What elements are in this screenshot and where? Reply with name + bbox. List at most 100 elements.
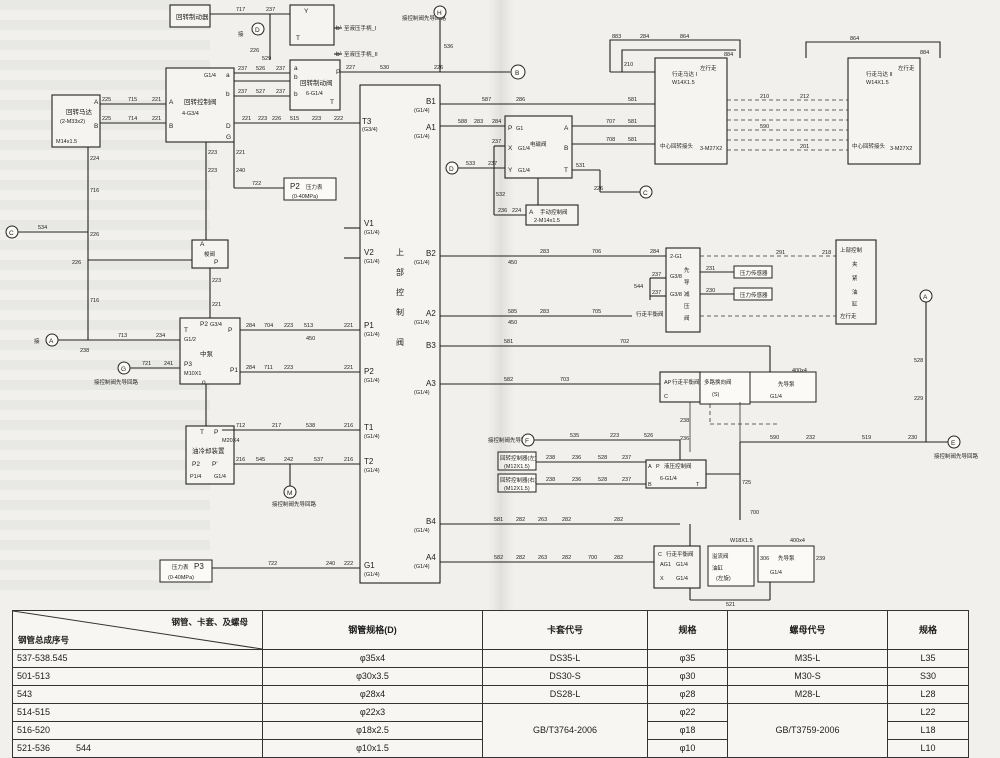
svg-text:T: T	[296, 35, 300, 42]
svg-text:先: 先	[684, 266, 690, 274]
svg-text:230: 230	[706, 288, 715, 294]
svg-text:先导泵: 先导泵	[778, 380, 795, 388]
svg-text:528: 528	[598, 477, 607, 483]
svg-text:538: 538	[306, 423, 315, 429]
svg-text:回转控制器(左): 回转控制器(左)	[500, 454, 537, 462]
svg-text:237: 237	[238, 66, 247, 72]
svg-text:700: 700	[588, 555, 597, 561]
pump-block: P2 G3/4 T G1/2 P 中泵 P3 M10X1 P1 o	[179, 317, 241, 386]
b4-a4-pipes: 581 282 263 282 282 582 282 263 282 700 …	[440, 517, 680, 563]
svg-text:D: D	[449, 166, 454, 173]
svg-text:528: 528	[598, 455, 607, 461]
svg-text:283: 283	[474, 119, 483, 125]
svg-text:226: 226	[250, 48, 259, 54]
rotary-joint-pipes: 210 212 590 201	[727, 94, 848, 151]
svg-text:6-G1/4: 6-G1/4	[660, 476, 677, 482]
svg-text:压力传感器: 压力传感器	[740, 291, 768, 299]
rev-control-valve: 回转控制阀 4-G3/4 G1/4 a b A B D G	[165, 67, 235, 143]
svg-text:217: 217	[272, 423, 281, 429]
svg-text:223: 223	[284, 323, 293, 329]
svg-text:电磁阀: 电磁阀	[530, 140, 547, 148]
svg-text:制: 制	[396, 307, 404, 317]
svg-text:C: C	[658, 552, 662, 558]
svg-text:P2: P2	[290, 182, 300, 191]
circle-e: E	[947, 435, 961, 449]
svg-text:G: G	[226, 134, 231, 141]
svg-text:544: 544	[634, 284, 643, 290]
svg-text:紧: 紧	[852, 274, 858, 282]
svg-text:V1: V1	[364, 219, 374, 228]
svg-text:B: B	[169, 123, 173, 130]
svg-text:240: 240	[326, 561, 335, 567]
svg-text:A: A	[49, 338, 54, 345]
svg-text:284: 284	[492, 119, 501, 125]
svg-text:237: 237	[488, 161, 497, 167]
svg-text:A: A	[529, 209, 534, 216]
svg-text:M10X1: M10X1	[184, 371, 201, 377]
note-to-d: 接	[238, 30, 244, 38]
svg-text:C: C	[643, 190, 648, 197]
svg-text:G1/4: G1/4	[770, 570, 782, 576]
svg-text:545: 545	[256, 457, 265, 463]
svg-text:237: 237	[266, 7, 275, 13]
svg-text:缸: 缸	[852, 300, 858, 308]
svg-text:707: 707	[606, 119, 615, 125]
manual-valve: A 手动控制阀 2-M14x1.5	[525, 204, 579, 226]
svg-text:700: 700	[750, 510, 759, 516]
svg-text:P2: P2	[200, 321, 208, 328]
svg-text:588: 588	[458, 119, 467, 125]
rev-brake-note-1: 至液压手柄_I	[344, 24, 377, 32]
svg-text:450: 450	[306, 336, 315, 342]
cell-size1: φ30	[647, 667, 728, 686]
svg-text:884: 884	[920, 50, 929, 56]
svg-text:716: 716	[90, 188, 99, 194]
svg-text:中心回转接头: 中心回转接头	[852, 142, 886, 150]
svg-text:B2: B2	[426, 249, 436, 258]
svg-text:G1/4: G1/4	[214, 474, 226, 480]
svg-text:T: T	[330, 99, 334, 106]
circle-d-top: D	[251, 22, 265, 36]
gauge-p3: 压力表 P3 (0-40MPa)	[159, 559, 213, 583]
upper-control-right: 上部控制 夹 紧 油 缸 左行走 291 218	[700, 239, 877, 325]
svg-text:P: P	[336, 69, 340, 76]
svg-text:400x4: 400x4	[790, 538, 805, 544]
d-pipes: 533 237 237 532 531 226	[458, 139, 640, 216]
cell-seq: 516-520	[12, 721, 263, 740]
svg-text:705: 705	[592, 309, 601, 315]
cell-size1: φ18	[647, 721, 728, 740]
svg-text:M14x1.5: M14x1.5	[56, 139, 77, 145]
svg-text:D: D	[226, 123, 231, 130]
svg-text:225: 225	[102, 97, 111, 103]
pilot-valve-group: 2-G1 先 导 减 压 阀 G3/8 G3/8 压力传感器 压力传感器 231…	[634, 247, 773, 333]
svg-text:284: 284	[246, 323, 255, 329]
svg-text:上部控制: 上部控制	[840, 246, 863, 254]
electric-valve: P G1 A 电磁阀 X G1/4 B Y G1/4 T	[504, 115, 573, 179]
svg-text:725: 725	[742, 480, 751, 486]
table-row: 514-515 φ22x3 GB/T3764-2006 φ22 GB/T3759…	[12, 703, 969, 758]
svg-text:3-M27X2: 3-M27X2	[700, 146, 722, 152]
svg-text:222: 222	[334, 116, 343, 122]
svg-text:(G1/4): (G1/4)	[414, 108, 430, 114]
svg-text:864: 864	[850, 36, 859, 42]
connection-circles: D H B C A G M D C A F E	[5, 5, 961, 499]
svg-text:224: 224	[90, 156, 99, 162]
svg-text:221: 221	[152, 116, 161, 122]
svg-text:(0-40MPa): (0-40MPa)	[292, 194, 318, 200]
svg-text:G: G	[121, 366, 126, 373]
svg-text:B4: B4	[426, 517, 436, 526]
svg-text:223: 223	[208, 168, 217, 174]
svg-text:多路换向阀: 多路换向阀	[704, 378, 732, 386]
cell-pipe: φ18x2.5	[262, 721, 483, 740]
circle-a-right: A	[919, 289, 933, 303]
svg-text:450: 450	[508, 320, 517, 326]
svg-text:P1: P1	[230, 367, 238, 374]
svg-text:减: 减	[684, 290, 690, 298]
rev-brake-note-2: 至液压手柄_II	[344, 50, 378, 58]
cell-seq: 501-513	[12, 667, 263, 686]
svg-text:油冷却装置: 油冷却装置	[192, 446, 225, 455]
svg-text:283: 283	[540, 309, 549, 315]
svg-text:590: 590	[770, 435, 779, 441]
cell-seq-a: 521-536	[17, 743, 51, 753]
svg-text:G3/4: G3/4	[210, 322, 222, 328]
